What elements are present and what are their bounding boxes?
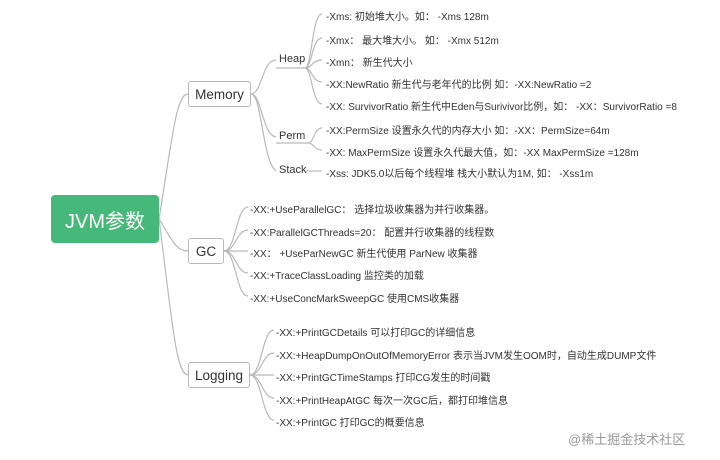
group-perm: Perm — [279, 130, 306, 142]
branch-logging: Logging — [188, 362, 250, 388]
heap-item-xmx: -Xmx： 最大堆大小。 如： -Xmx 512m — [326, 36, 499, 47]
group-heap: Heap — [279, 53, 306, 65]
perm-item-permsize: -XX:PermSize 设置永久代的内存大小 如：-XX：PermSize=6… — [326, 126, 610, 137]
heap-item-survivorratio: -XX: SurvivorRatio 新生代中Eden与Surivivor比例，… — [326, 102, 677, 113]
logging-item-heapdumponoom: -XX:+HeapDumpOnOutOfMemoryError 表示当JVM发生… — [276, 351, 657, 362]
logging-item-printgc: -XX:+PrintGC 打印GC的概要信息 — [276, 418, 425, 429]
branch-memory: Memory — [188, 81, 251, 107]
heap-item-xms: -Xms: 初始堆大小。如： -Xms 128m — [326, 12, 489, 23]
heap-item-xmn: -Xmn： 新生代大小 — [326, 58, 413, 69]
group-stack: Stack — [279, 164, 307, 176]
heap-item-newratio: -XX:NewRatio 新生代与老年代的比例 如：-XX:NewRatio =… — [326, 80, 592, 91]
branch-gc: GC — [188, 238, 224, 264]
perm-item-maxpermsize: -XX: MaxPermSize 设置永久代最大值，如：-XX MaxPermS… — [326, 148, 639, 159]
root-node: JVM参数 — [51, 195, 159, 243]
gc-item-parallelgcthreads: -XX:ParallelGCThreads=20： 配置并行收集器的线程数 — [250, 228, 495, 239]
gc-item-useparnewgc: -XX： +UseParNewGC 新生代使用 ParNew 收集器 — [250, 249, 478, 260]
watermark: @稀土掘金技术社区 — [568, 432, 686, 447]
logging-item-printgctimestamps: -XX:+PrintGCTimeStamps 打印CG发生的时间戳 — [276, 373, 491, 384]
logging-item-printheapatgc: -XX:+PrintHeapAtGC 每次一次GC后，都打印堆信息 — [276, 396, 508, 407]
stack-item-xss: -Xss: JDK5.0以后每个线程堆 栈大小默认为1M, 如： -Xss1m — [326, 169, 594, 180]
logging-item-printgcdetails: -XX:+PrintGCDetails 可以打印GC的详细信息 — [276, 328, 476, 339]
gc-item-useparallelgc: -XX:+UseParallelGC： 选择垃圾收集器为并行收集器。 — [250, 205, 495, 216]
gc-item-traceclassloading: -XX:+TraceClassLoading 监控类的加载 — [250, 271, 424, 282]
gc-item-useconcmarksweepgc: -XX:+UseConcMarkSweepGC 使用CMS收集器 — [250, 294, 460, 305]
